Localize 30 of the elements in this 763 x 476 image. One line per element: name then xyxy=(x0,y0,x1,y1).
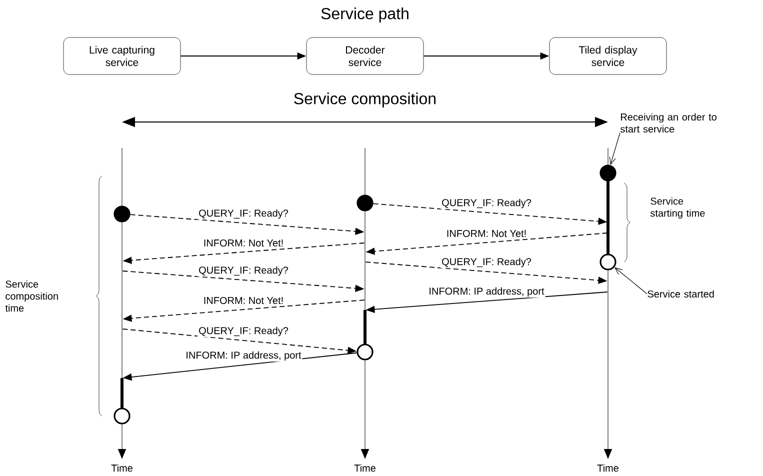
annotation-text: Receiving an order to start service xyxy=(620,113,716,133)
leader-line xyxy=(614,267,648,294)
service-box: Tiled display service xyxy=(549,37,667,75)
brace-label: Service composition time xyxy=(5,280,58,312)
annotation-text: Service started xyxy=(648,290,714,298)
edge-label: QUERY_IF: Ready? xyxy=(440,256,532,268)
span-label: Service composition xyxy=(294,92,436,108)
brace-label: Service starting time xyxy=(650,197,705,219)
title: Service path xyxy=(321,8,408,22)
end-circle xyxy=(600,254,616,270)
leader-line xyxy=(609,132,620,166)
service-box: Live capturing service xyxy=(63,37,181,75)
edge-label: INFORM: Not Yet! xyxy=(445,228,528,238)
end-circle xyxy=(356,344,374,360)
edge-label: QUERY_IF: Ready? xyxy=(198,265,290,277)
axis-label: Time xyxy=(597,464,618,472)
edge-label: INFORM: IP address, port xyxy=(184,350,302,362)
edge-label: INFORM: Not Yet! xyxy=(202,296,285,306)
edge-label: INFORM: Not Yet! xyxy=(202,238,285,248)
service-box: Decoder service xyxy=(306,37,424,75)
start-dot xyxy=(114,206,130,222)
axis-label: Time xyxy=(354,464,376,472)
edge-label: QUERY_IF: Ready? xyxy=(198,326,290,338)
edge-label: QUERY_IF: Ready? xyxy=(198,208,290,220)
start-dot xyxy=(356,194,374,212)
edge-label: QUERY_IF: Ready? xyxy=(440,198,532,210)
start-dot xyxy=(600,164,616,182)
edge-label: INFORM: IP address, port xyxy=(428,286,546,298)
axis-label: Time xyxy=(111,464,132,472)
end-circle xyxy=(114,408,130,424)
